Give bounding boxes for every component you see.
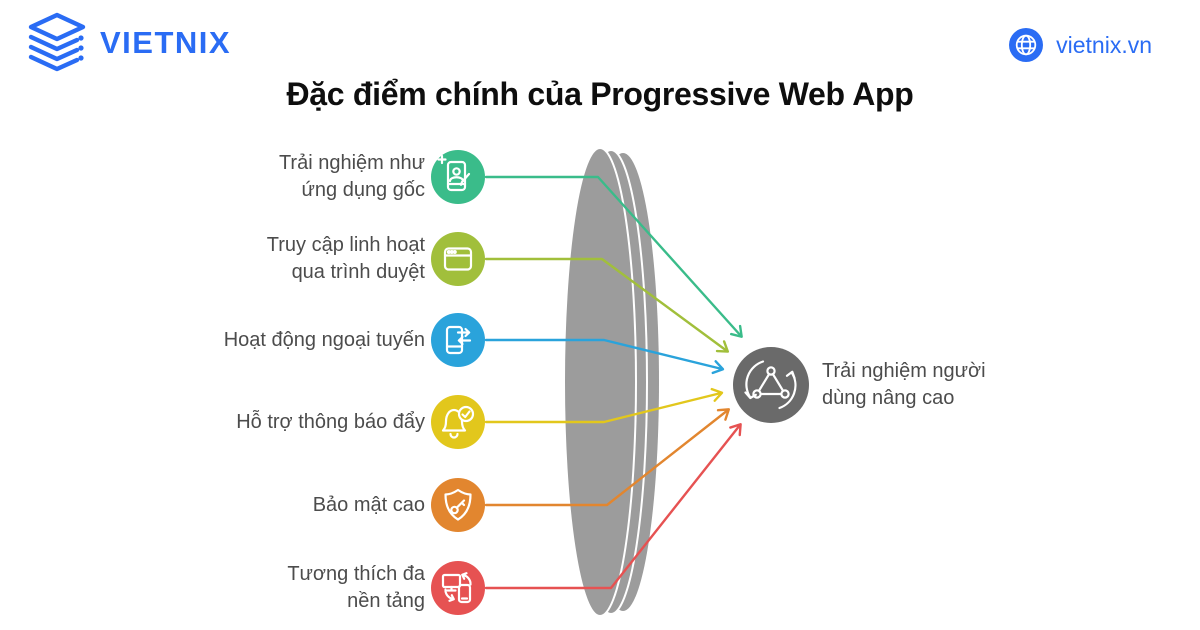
globe-icon bbox=[1009, 28, 1044, 62]
lens-shape bbox=[563, 147, 659, 617]
feature-label-0: Trải nghiệm như ứng dụng gốc bbox=[278, 152, 425, 201]
connector-arrow-3 bbox=[484, 387, 724, 424]
feature-badge-4 bbox=[431, 478, 485, 532]
native-app-phone-icon bbox=[437, 154, 471, 192]
connector-arrow-5 bbox=[484, 423, 742, 590]
connector-arrow-4 bbox=[484, 408, 730, 507]
page-title: Đặc điểm chính của Progressive Web App bbox=[286, 76, 914, 112]
feature-badge-1 bbox=[431, 232, 485, 286]
feature-label-2: Hoạt động ngoại tuyến bbox=[223, 328, 425, 351]
website-link[interactable]: vietnix.vn bbox=[1008, 27, 1152, 63]
offline-sync-phone-icon bbox=[445, 325, 472, 355]
cross-platform-devices-icon bbox=[441, 572, 472, 604]
vietnix-logo: VIETNIX bbox=[24, 10, 231, 76]
connector-arrow-0 bbox=[484, 175, 743, 338]
push-notification-bell-icon bbox=[441, 405, 475, 439]
feature-label-3: Hỗ trợ thông báo đẩy bbox=[236, 410, 425, 433]
result-badge bbox=[733, 347, 809, 423]
feature-label-1: Truy cập linh hoạt qua trình duyệt bbox=[266, 234, 425, 283]
logo-text: VIETNIX bbox=[100, 25, 232, 60]
result-label: Trải nghiệm người dùng nâng cao bbox=[822, 360, 986, 409]
connector-arrow-1 bbox=[484, 257, 730, 353]
feature-badge-5 bbox=[431, 561, 485, 615]
browser-window-icon bbox=[443, 247, 473, 271]
feature-badge-2 bbox=[431, 313, 485, 367]
feature-badge-3 bbox=[431, 395, 485, 449]
connector-arrow-2 bbox=[484, 338, 725, 375]
feature-badge-0 bbox=[431, 150, 485, 204]
website-text: vietnix.vn bbox=[1056, 31, 1152, 58]
sync-network-icon bbox=[744, 360, 797, 410]
connector-arrows bbox=[484, 175, 743, 590]
feature-label-4: Bảo mật cao bbox=[312, 493, 425, 516]
security-shield-key-icon bbox=[444, 488, 472, 521]
stacked-layers-icon bbox=[28, 12, 86, 72]
feature-label-5: Tương thích đa nền tảng bbox=[287, 563, 425, 612]
